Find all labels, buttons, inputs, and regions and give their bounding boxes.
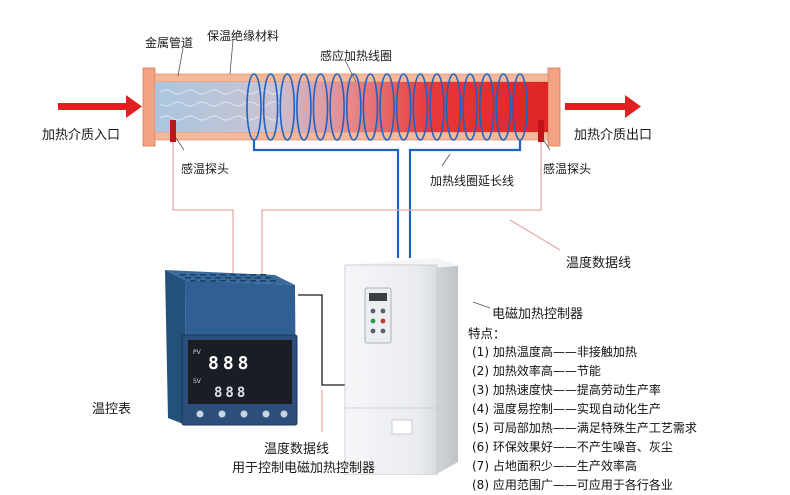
coil-turn	[429, 73, 445, 141]
coil-turn	[495, 73, 512, 141]
pv-readout: 888	[208, 353, 253, 374]
feature-item: (2) 加热效率高——节能	[472, 364, 601, 378]
metal-pipe	[142, 67, 561, 147]
coil-turn	[395, 73, 412, 141]
vent-slot	[195, 277, 201, 279]
vent-slot	[180, 274, 186, 276]
feature-item: (7) 占地面积少——生产效率高	[472, 459, 637, 473]
probe-right-label: 感温探头	[543, 162, 592, 176]
vent-slot	[230, 274, 236, 276]
vent-slot	[260, 274, 266, 276]
outlet-label: 加热介质出口	[574, 128, 653, 143]
inlet-label: 加热介质入口	[42, 128, 121, 143]
feature-item: (8) 应用范围广——可应用于各行各业	[472, 478, 673, 492]
coil-turn	[345, 73, 362, 141]
vent-slot	[215, 277, 221, 279]
temp-data-line-bottom-label: 温度数据线	[264, 442, 330, 457]
pv-label: PV	[193, 349, 202, 356]
vent-slot	[190, 280, 196, 282]
thermostat-to-controller-line	[298, 294, 345, 386]
vent-slot	[220, 280, 226, 282]
thermostat-display-panel	[188, 340, 292, 404]
vent-slot	[255, 277, 261, 279]
vent-slot	[240, 274, 246, 276]
probe-left	[170, 120, 176, 142]
feature-item: (5) 可局部加热——满足特殊生产工艺需求	[472, 421, 697, 435]
pipe-medium	[155, 82, 548, 132]
outlet-arrow	[565, 95, 641, 118]
vent-slot	[205, 277, 211, 279]
temp-data-line-label: 温度数据线	[566, 256, 632, 271]
coil-turn	[279, 73, 296, 141]
vent-slot	[235, 277, 241, 279]
vent-slot	[250, 280, 256, 282]
vent-slot	[185, 277, 191, 279]
vent-slot	[250, 274, 256, 276]
coil-turn	[262, 73, 279, 141]
controller-title: 电磁加热控制器	[492, 307, 584, 322]
feature-item: (4) 温度易控制——实现自动化生产	[472, 402, 661, 416]
vent-slot	[210, 280, 216, 282]
coil-turn	[478, 73, 495, 141]
coil-extension-label: 加热线圈延长线	[430, 174, 515, 188]
coil-turn	[462, 73, 478, 141]
coil-turn	[412, 73, 429, 141]
vent-slot	[270, 280, 276, 282]
temperature-data-lines	[172, 142, 561, 285]
thermostat-buttons[interactable]	[196, 410, 288, 418]
vent-slot	[200, 280, 206, 282]
insulation-label: 保温绝缘材料	[207, 29, 280, 43]
vent-slot	[260, 280, 266, 282]
induction-coil	[246, 73, 528, 141]
sv-readout: 888	[214, 385, 248, 401]
induction-coil-label: 感应加热线圈	[320, 49, 393, 63]
vent-slot	[230, 280, 236, 282]
induction-heating-diagram: PV 888 SV 888	[58, 39, 641, 475]
thermostat-label: 温控表	[92, 402, 132, 417]
vent-slot	[240, 280, 246, 282]
probe-left-label: 感温探头	[181, 162, 230, 176]
electromagnetic-heating-controller	[344, 258, 458, 475]
coil-extension-leads	[252, 140, 522, 258]
features-title: 特点：	[468, 326, 506, 341]
bottom-caption: 用于控制电磁加热控制器	[232, 461, 376, 476]
metal-pipe-label: 金属管道	[145, 36, 194, 50]
feature-item: (6) 环保效果好——不产生噪音、灰尘	[472, 440, 673, 454]
feature-item: (3) 加热速度快——提高劳动生产率	[472, 383, 661, 397]
probe-right	[538, 120, 544, 142]
sv-label: SV	[193, 378, 202, 385]
vent-slot	[220, 274, 226, 276]
coil-turn	[362, 73, 379, 141]
coil-turn	[329, 73, 345, 141]
vent-slot	[190, 274, 196, 276]
inlet-arrow	[58, 95, 142, 118]
coil-turn	[296, 73, 312, 141]
vent-slot	[245, 277, 251, 279]
coil-turn	[312, 73, 329, 141]
coil-turn	[379, 73, 395, 141]
thermostat: PV 888 SV 888	[165, 270, 298, 426]
vent-slot	[265, 277, 271, 279]
vent-slot	[200, 274, 206, 276]
features-list: 特点： (1) 加热温度高——非接触加热 (2) 加热效率高——节能 (3) 加…	[468, 324, 697, 495]
callout-leaders	[175, 39, 551, 309]
feature-item: (1) 加热温度高——非接触加热	[472, 345, 637, 359]
vent-slot	[225, 277, 231, 279]
vent-slot	[210, 274, 216, 276]
coil-turn	[445, 73, 462, 141]
